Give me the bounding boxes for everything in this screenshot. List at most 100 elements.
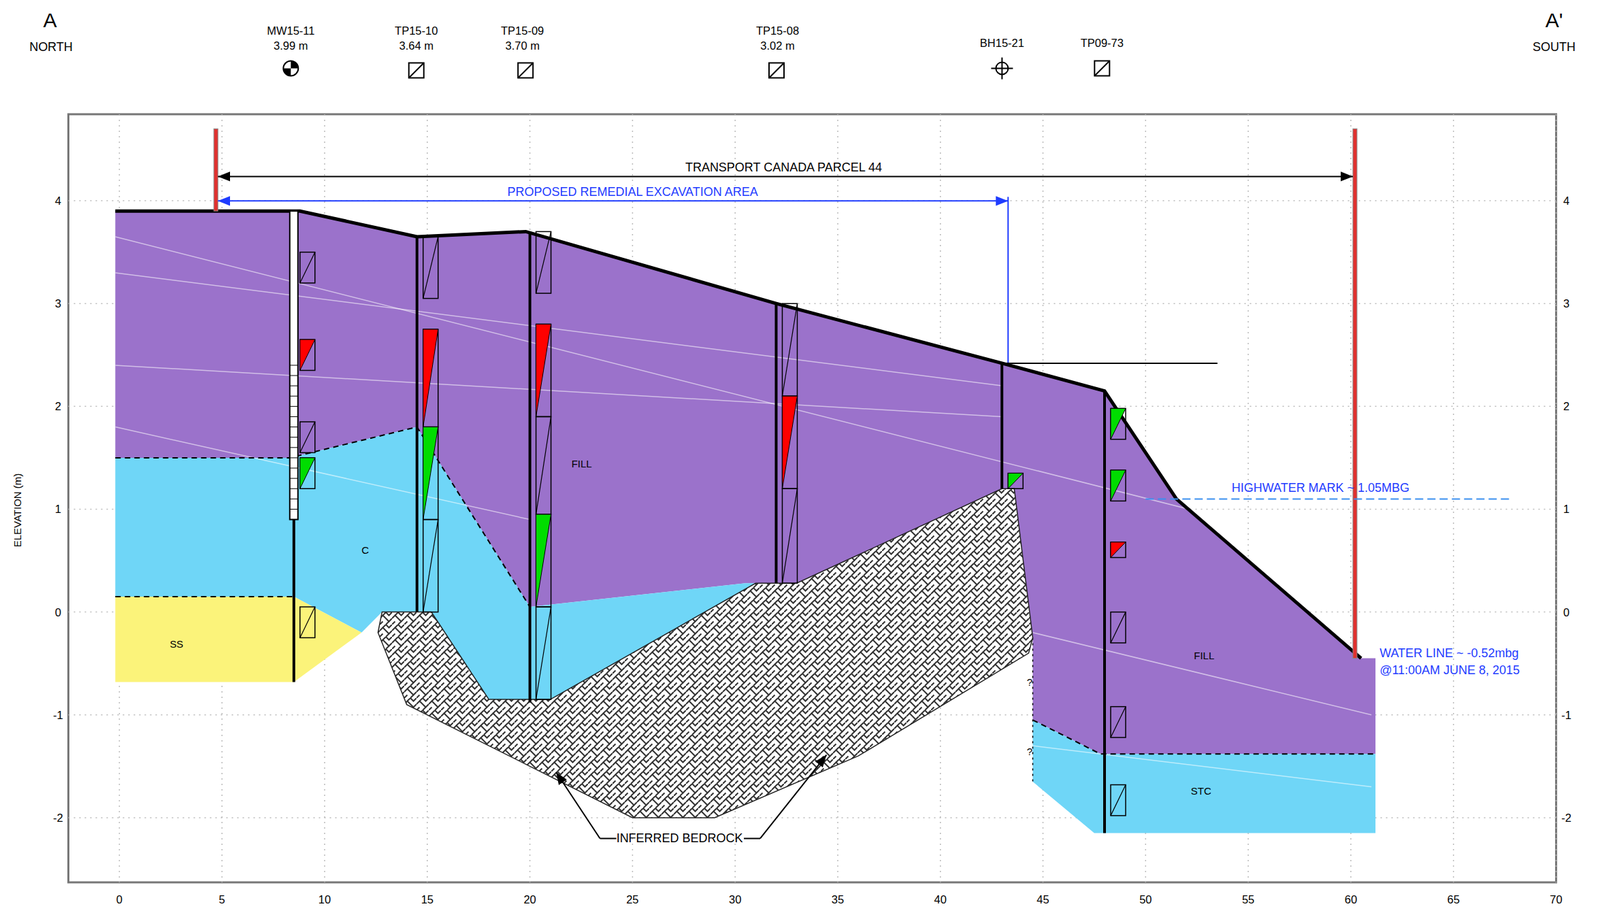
sample-box <box>781 488 797 584</box>
axis-tick-label: 40 <box>934 894 947 906</box>
sample-box <box>1110 612 1126 644</box>
sample-box <box>536 514 552 608</box>
well-screen <box>289 498 299 500</box>
sample-result <box>1110 470 1126 501</box>
sample-box <box>1110 470 1126 501</box>
sample-box <box>300 252 316 284</box>
dimension-label: PROPOSED REMEDIAL EXCAVATION AREA <box>503 185 763 199</box>
clay-layer <box>115 427 756 701</box>
borehole-symbol <box>990 57 1013 79</box>
axis-tick-label: -2 <box>1561 812 1572 825</box>
soil-unit-region: FILL FILL <box>115 210 1376 755</box>
leader-line <box>760 755 827 840</box>
grid-line <box>1555 114 1558 883</box>
property-pole <box>1352 128 1358 659</box>
borehole-line <box>1103 391 1106 834</box>
axis-tick-label: 4 <box>55 195 62 207</box>
axis-tick-label: 60 <box>1344 894 1358 906</box>
well-symbol <box>283 60 299 76</box>
fill-layer-label: FILL <box>1193 649 1215 661</box>
well-screen <box>289 488 299 490</box>
ground-elevation: 3.99 m <box>273 40 308 52</box>
axis-tick-label: 15 <box>421 894 434 906</box>
test-pit-symbol <box>409 62 424 78</box>
sample-box <box>1110 785 1126 816</box>
axis-tick-label: 20 <box>523 894 536 906</box>
well-screen <box>289 457 299 459</box>
axis-tick-label: -1 <box>1561 709 1572 722</box>
well-screen <box>289 396 299 397</box>
well-screen <box>289 406 299 407</box>
sample-box <box>1110 707 1126 738</box>
well-screen <box>289 375 299 377</box>
soil-unit-region: STC <box>1032 720 1376 834</box>
location-id: TP15-08 <box>756 25 799 37</box>
well-screen <box>289 436 299 438</box>
soil-unit-region: SS <box>115 596 362 682</box>
well-screen <box>289 426 299 428</box>
sample-box <box>423 236 439 299</box>
sample-box <box>1007 473 1023 490</box>
test-pit-symbol <box>769 62 785 78</box>
soil-unit-region: C <box>115 427 756 701</box>
sample-box <box>423 427 439 520</box>
leader-line <box>743 837 761 840</box>
direction-label: SOUTH <box>1532 40 1576 54</box>
test-pit-symbol <box>1094 60 1110 76</box>
axis-tick-label: 0 <box>1563 606 1570 618</box>
axis-tick-label: 0 <box>116 894 123 906</box>
axis-tick-label: 2 <box>55 400 62 413</box>
test-pit-symbol <box>517 62 533 78</box>
test-pit-symbol <box>1094 60 1110 76</box>
sample-box <box>300 421 316 453</box>
sample-box <box>300 458 316 489</box>
well-screen <box>289 509 299 510</box>
extent-line <box>1007 196 1009 363</box>
section-letter: A' <box>1545 10 1564 31</box>
faint-line <box>115 365 1002 418</box>
silt-clay-layer <box>1033 720 1377 834</box>
axis-tick-label: 10 <box>318 894 331 906</box>
axis-tick-label: 70 <box>1549 894 1562 906</box>
dimension-line <box>217 200 1008 202</box>
borehole-line <box>1000 363 1004 489</box>
well-screen <box>289 416 299 418</box>
axis-tick-label: 4 <box>1563 195 1570 207</box>
sample-box <box>1110 408 1126 439</box>
callout-label: INFERRED BEDROCK <box>616 832 744 845</box>
sample-box <box>536 416 552 515</box>
well-screen <box>289 385 299 387</box>
sample-box <box>781 303 797 397</box>
silt-clay-layer-label: STC <box>1190 785 1212 796</box>
sample-box <box>1110 542 1126 559</box>
sample-box <box>1110 785 1126 816</box>
sample-box <box>781 303 797 397</box>
location-id: BH15-21 <box>980 37 1025 50</box>
sample-result <box>536 514 552 608</box>
axis-tick-label: 3 <box>55 298 62 310</box>
sample-result <box>423 427 439 520</box>
sample-box <box>1110 707 1126 738</box>
borehole-line <box>528 231 532 703</box>
sample-box <box>300 421 316 453</box>
sample-result <box>423 329 439 428</box>
fill-layer-label: FILL <box>571 458 593 469</box>
uncertain-mark: ? <box>1026 745 1033 757</box>
axis-tick-label: 3 <box>1563 298 1570 310</box>
faint-line <box>115 427 530 520</box>
ground-elevation: 3.02 m <box>760 40 795 52</box>
clay-layer-label: C <box>361 545 369 556</box>
axis-tick-label: 25 <box>626 894 639 906</box>
sample-box <box>1110 612 1126 644</box>
axis-tick-label: 2 <box>1563 400 1570 413</box>
sample-box <box>536 607 552 700</box>
well-screen <box>289 468 299 469</box>
sample-result <box>300 339 316 371</box>
bedrock-outline <box>377 488 1033 819</box>
leader-line <box>556 772 600 839</box>
well-screen <box>289 364 299 366</box>
well-screen <box>289 478 299 480</box>
test-pit-symbol <box>409 62 424 78</box>
sample-box <box>423 519 439 613</box>
sand-layer-label: SS <box>169 639 184 650</box>
